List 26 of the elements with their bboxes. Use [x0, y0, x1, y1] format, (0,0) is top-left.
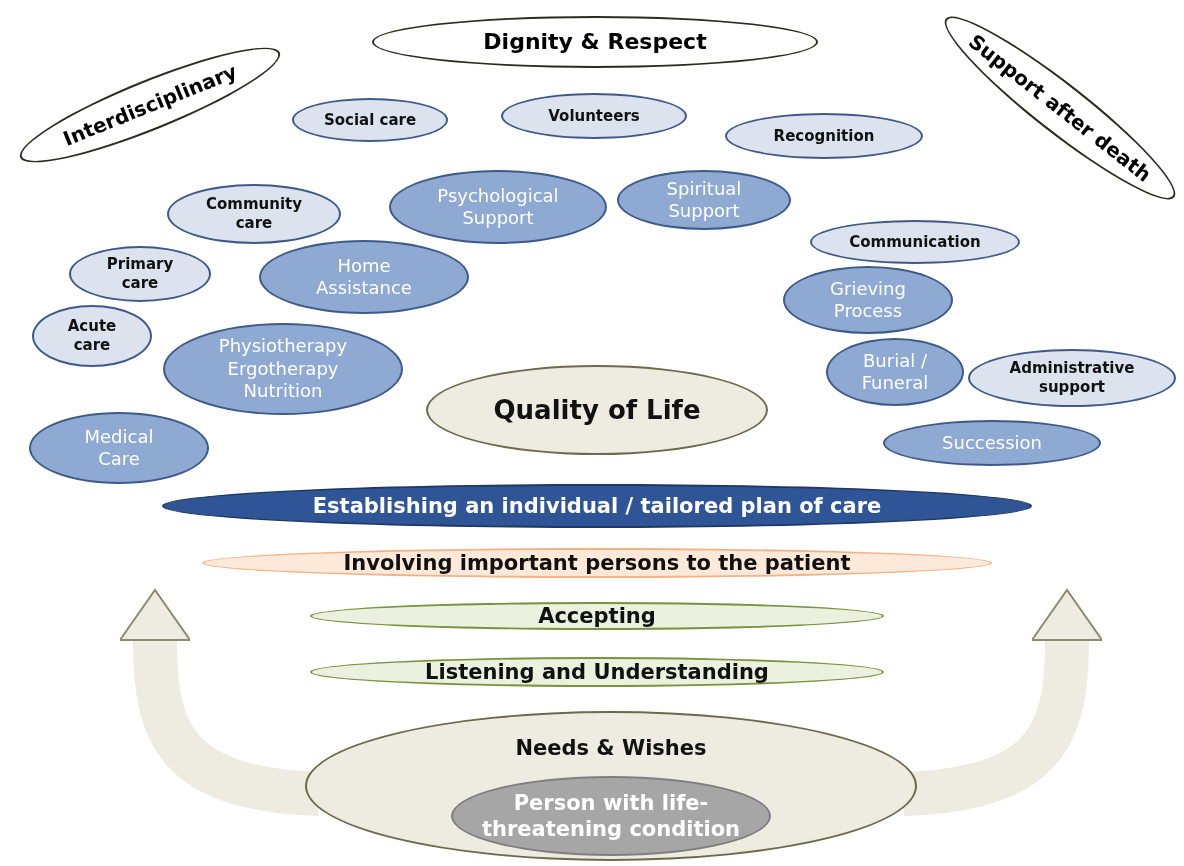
node-text: Community care [205, 195, 303, 233]
node-text: Person with life-threatening condition [481, 789, 741, 843]
node-text: Burial / Funeral [860, 349, 930, 395]
node-text: Social care [323, 110, 417, 130]
node-text: Physiotherapy Ergotherapy Nutrition [217, 335, 349, 403]
node-text: Succession [942, 431, 1042, 455]
node-text: Dignity & Respect [483, 28, 707, 56]
node-text: Involving important persons to the patient [343, 549, 851, 577]
node-text: Volunteers [548, 106, 640, 126]
node-text: Acute care [66, 317, 118, 355]
curved-arrow [119, 589, 321, 816]
node-text: Administrative support [1008, 359, 1136, 397]
node-text: Needs & Wishes [515, 735, 707, 762]
node-text: Recognition [773, 126, 875, 146]
node-text: Spiritual Support [665, 177, 743, 223]
node-text: Listening and Understanding [425, 658, 769, 686]
node-text: Psychological Support [436, 184, 560, 230]
node-text: Primary care [105, 255, 175, 293]
node-text: Quality of Life [493, 393, 701, 427]
node-text: Establishing an individual / tailored plan of care [312, 492, 882, 520]
node-text: Medical Care [83, 425, 155, 471]
curved-arrow [901, 589, 1103, 816]
node-text: Communication [849, 232, 981, 252]
node-text: Accepting [538, 602, 656, 630]
node-text: Home Assistance [315, 254, 413, 300]
node-text: Grieving Process [829, 277, 907, 323]
